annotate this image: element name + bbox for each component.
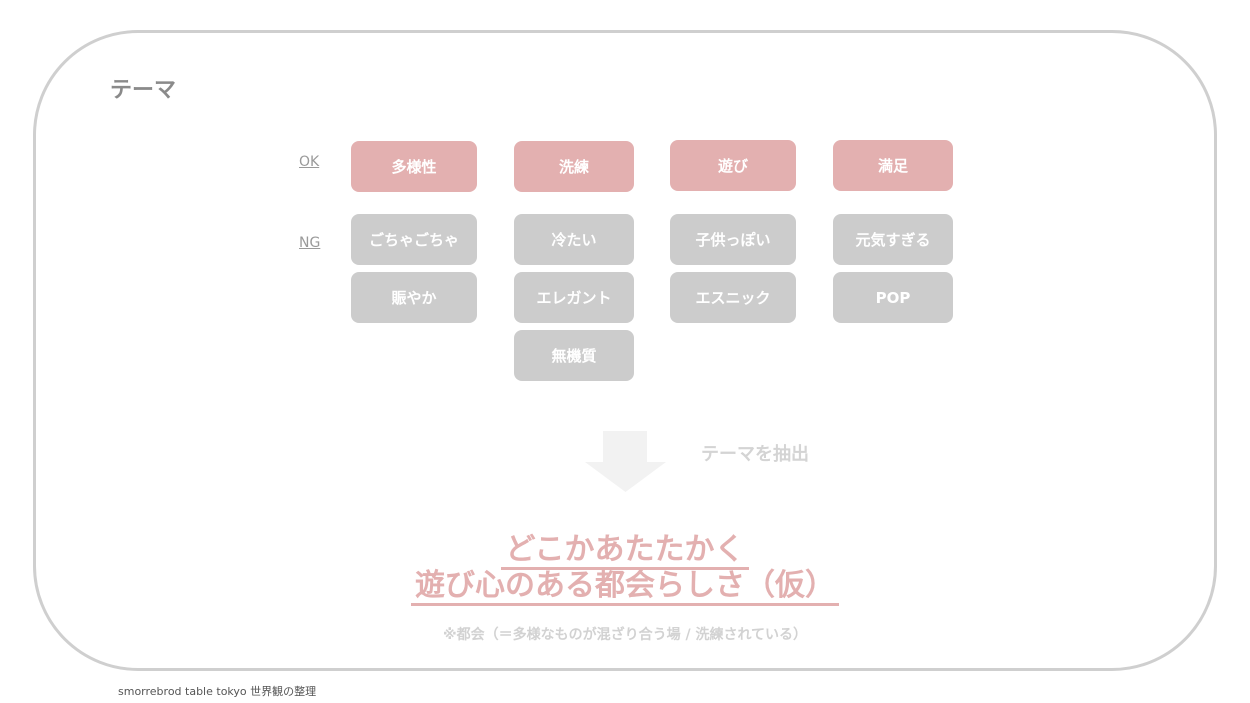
ng-chip: 無機質 (514, 330, 634, 381)
ok-row-label: OK (299, 154, 320, 170)
ok-chip-diversity: 多様性 (351, 141, 477, 192)
ok-chip-play: 遊び (670, 140, 796, 191)
down-arrow-icon (585, 431, 666, 492)
ok-chip-satisfaction: 満足 (833, 140, 953, 191)
ng-chip: エレガント (514, 272, 634, 323)
ng-chip: POP (833, 272, 953, 323)
footnote: ※都会（＝多様なものが混ざり合う場 / 洗練されている） (442, 627, 808, 643)
headline-line1: どこかあたたかく (0, 524, 1250, 570)
ng-row-label: NG (299, 235, 321, 251)
headline-line1-text: どこかあたたかく (501, 532, 749, 570)
ng-chip: 賑やか (351, 272, 477, 323)
ng-chip: エスニック (670, 272, 796, 323)
slide-title: テーマ (110, 78, 177, 103)
headline-line2: 遊び心のある都会らしさ（仮） (0, 560, 1250, 606)
ok-chip-refinement: 洗練 (514, 141, 634, 192)
ng-chip: 元気すぎる (833, 214, 953, 265)
footer-caption: smorrebrod table tokyo 世界観の整理 (118, 685, 317, 698)
ng-chip: ごちゃごちゃ (351, 214, 477, 265)
slide-frame (33, 30, 1217, 671)
ng-chip: 冷たい (514, 214, 634, 265)
headline-line2-text: 遊び心のある都会らしさ（仮） (411, 568, 839, 606)
extract-label: テーマを抽出 (701, 444, 809, 465)
ng-chip: 子供っぽい (670, 214, 796, 265)
